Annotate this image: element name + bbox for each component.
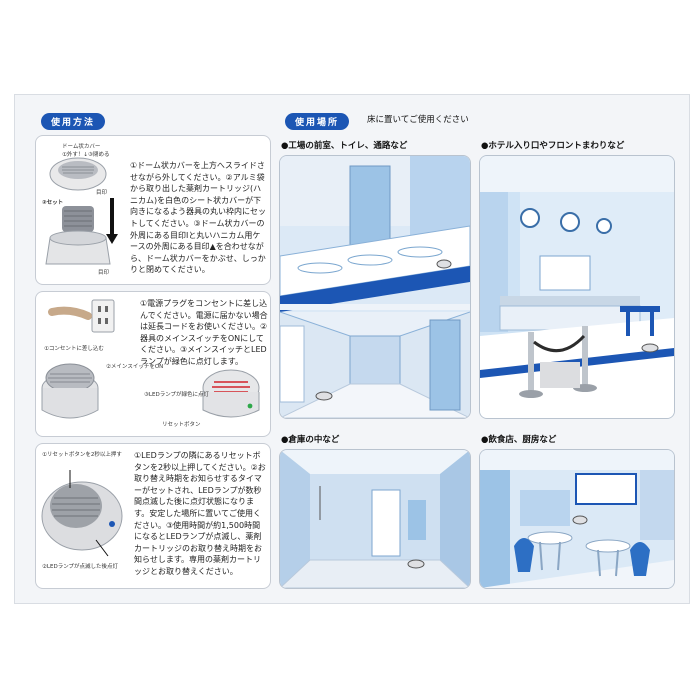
fig-switch-label: ②メインスイッチをON — [106, 364, 164, 370]
outlet-and-device-illustration — [41, 299, 115, 419]
scene4-illustration — [480, 450, 674, 588]
fig-reset-label: リセットボタン — [162, 422, 201, 428]
scene3-caption: ●倉庫の中など — [281, 435, 340, 445]
fig-mark-label: 目印 — [96, 190, 108, 196]
reset-button-illustration — [41, 470, 123, 557]
scene3-illustration — [280, 450, 470, 588]
usage-place-subheader: 床に置いてご使用ください — [367, 115, 469, 125]
usage-method-header: 使用方法 — [41, 113, 106, 130]
step1-panel: ドーム状カバー ①外す！↓③閉める 目印 ②セット 目印 ①ドーム状カバーを上方… — [35, 135, 271, 285]
usage-place-header: 使用場所 — [285, 113, 350, 130]
step2-text: ①電源プラグをコンセントに差し込んでください。電源に届かない場合は延長コードをお… — [140, 299, 268, 366]
step2-panel: ①電源プラグをコンセントに差し込んでください。電源に届かない場合は延長コードをお… — [35, 291, 271, 437]
package-back-panel: 使用方法 ドーム状カバー ①外す！↓③閉める 目印 ②セット 目印 ①ドーム状カ… — [14, 94, 690, 604]
scene1-illustration — [280, 156, 470, 418]
step3-panel: ①リセットボタンを2秒以上押す ②LEDランプが点滅した後点灯 ①LEDランプの… — [35, 443, 271, 589]
scene2-illustration — [480, 156, 674, 418]
device-open-illustration — [45, 157, 118, 265]
fig-reset2-label: ①リセットボタンを2秒以上押す — [42, 452, 122, 458]
scene2-hotel-front — [479, 155, 675, 419]
scene4-restaurant-kitchen — [479, 449, 675, 589]
fig-led2-label: ②LEDランプが点滅した後点灯 — [42, 564, 119, 570]
scene2-caption: ●ホテル入り口やフロントまわりなど — [481, 141, 625, 151]
scene1-caption: ●工場の前室、トイレ、通路など — [281, 141, 408, 151]
step1-text: ①ドーム状カバーを上方へスライドさせながら外してください。②アルミ袋から取り出し… — [130, 161, 266, 275]
fig-set-label: ②セット — [42, 200, 64, 206]
fig-dome-label: ドーム状カバー — [62, 144, 101, 150]
step3-text: ①LEDランプの隣にあるリセットボタンを2秒以上押してください。②お取り替え時期… — [134, 451, 266, 576]
scene3-warehouse — [279, 449, 471, 589]
fig-mark2-label: 目印 — [98, 270, 110, 276]
scene1-factory-restroom — [279, 155, 471, 419]
fig-outlet-label: ①コンセントに差し込む — [44, 346, 104, 352]
device-led-illustration — [202, 369, 260, 418]
scene4-caption: ●飲食店、厨房など — [481, 435, 557, 445]
fig-open-label: ①外す！↓③閉める — [62, 152, 110, 158]
fig-led-label: ③LEDランプが緑色に点灯 — [144, 392, 210, 398]
